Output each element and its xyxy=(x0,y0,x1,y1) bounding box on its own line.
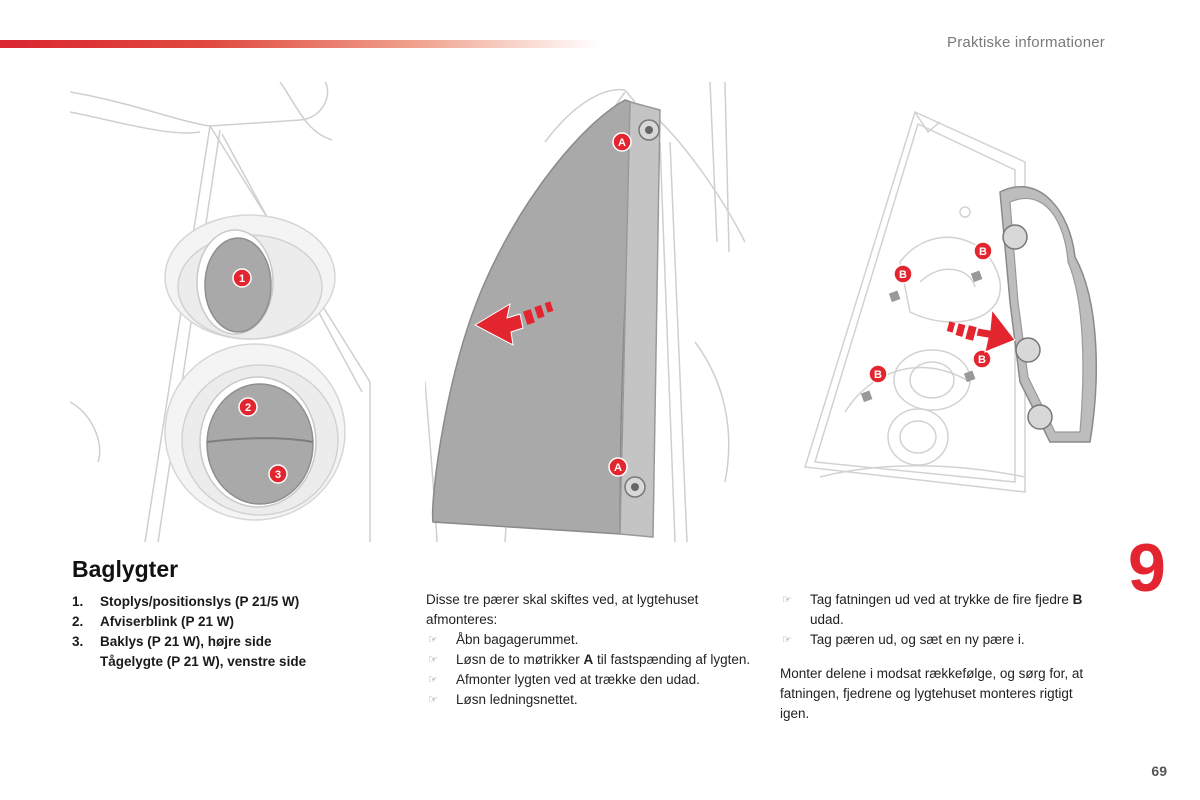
marker-1: 1 xyxy=(232,268,252,288)
list-item: ☞ Løsn ledningsnettet. xyxy=(426,690,756,710)
pointing-hand-icon: ☞ xyxy=(428,694,438,706)
svg-text:3: 3 xyxy=(275,469,281,481)
svg-text:B: B xyxy=(899,269,907,281)
marker-b-2: B xyxy=(973,241,993,261)
list-item: 2. Afviserblink (P 21 W) xyxy=(72,614,235,629)
marker-b-1: B xyxy=(893,264,913,284)
bulb-holder-illustration: B B B B xyxy=(800,82,1125,544)
pull-arrow-icon xyxy=(473,301,554,346)
marker-b-4: B xyxy=(972,349,992,369)
svg-text:A: A xyxy=(618,137,626,149)
instructions-column-bulb: ☞ Tag fatningen ud ved at trykke de fire… xyxy=(780,590,1100,724)
marker-a-top: A xyxy=(612,132,632,152)
tail-lamp-illustration: 1 2 3 xyxy=(70,82,375,544)
section-title: Praktiske informationer xyxy=(947,34,1105,51)
svg-text:B: B xyxy=(874,369,882,381)
closing-text: Monter delene i modsat rækkefølge, og sø… xyxy=(780,666,1084,721)
list-item: ☞ Tag pæren ud, og sæt en ny pære i. xyxy=(780,630,1100,650)
page-title: Baglygter xyxy=(72,556,179,582)
pointing-hand-icon: ☞ xyxy=(428,634,438,646)
list-item: 3. Baklys (P 21 W), højre side xyxy=(72,634,272,649)
svg-text:B: B xyxy=(979,246,987,258)
bulb-list: 1. Stoplys/positionslys (P 21/5 W) 2. Af… xyxy=(72,592,402,672)
list-item-subline: Tågelygte (P 21 W), venstre side xyxy=(100,654,307,669)
list-item: ☞ Løsn de to møtrikker A til fastspændin… xyxy=(426,650,756,670)
marker-a-bottom: A xyxy=(608,457,628,477)
header-accent-bar xyxy=(0,40,600,48)
marker-b-3: B xyxy=(868,364,888,384)
pointing-hand-icon: ☞ xyxy=(782,594,792,606)
pointing-hand-icon: ☞ xyxy=(428,674,438,686)
list-item: ☞ Tag fatningen ud ved at trykke de fire… xyxy=(780,590,1100,630)
step-list: ☞ Åbn bagagerummet. ☞ Løsn de to møtrikk… xyxy=(426,630,756,710)
marker-3: 3 xyxy=(268,464,288,484)
step-list: ☞ Tag fatningen ud ved at trykke de fire… xyxy=(780,590,1100,650)
list-item: ☞ Afmonter lygten ved at trække den udad… xyxy=(426,670,756,690)
svg-text:B: B xyxy=(978,354,986,366)
instructions-column-removal: Disse tre pærer skal skiftes ved, at lyg… xyxy=(426,590,756,710)
svg-text:A: A xyxy=(614,462,622,474)
svg-text:1: 1 xyxy=(239,273,245,285)
push-arrow-icon xyxy=(946,308,1016,353)
pointing-hand-icon: ☞ xyxy=(782,634,792,646)
lamp-removal-illustration: A A xyxy=(425,82,755,544)
page-number: 69 xyxy=(1151,763,1167,779)
marker-2: 2 xyxy=(238,397,258,417)
pointing-hand-icon: ☞ xyxy=(428,654,438,666)
list-item: ☞ Åbn bagagerummet. xyxy=(426,630,756,650)
list-item: 1. Stoplys/positionslys (P 21/5 W) xyxy=(72,594,300,609)
svg-text:2: 2 xyxy=(245,402,251,414)
intro-text: Disse tre pærer skal skiftes ved, at lyg… xyxy=(426,592,699,627)
chapter-number: 9 xyxy=(1128,530,1166,606)
